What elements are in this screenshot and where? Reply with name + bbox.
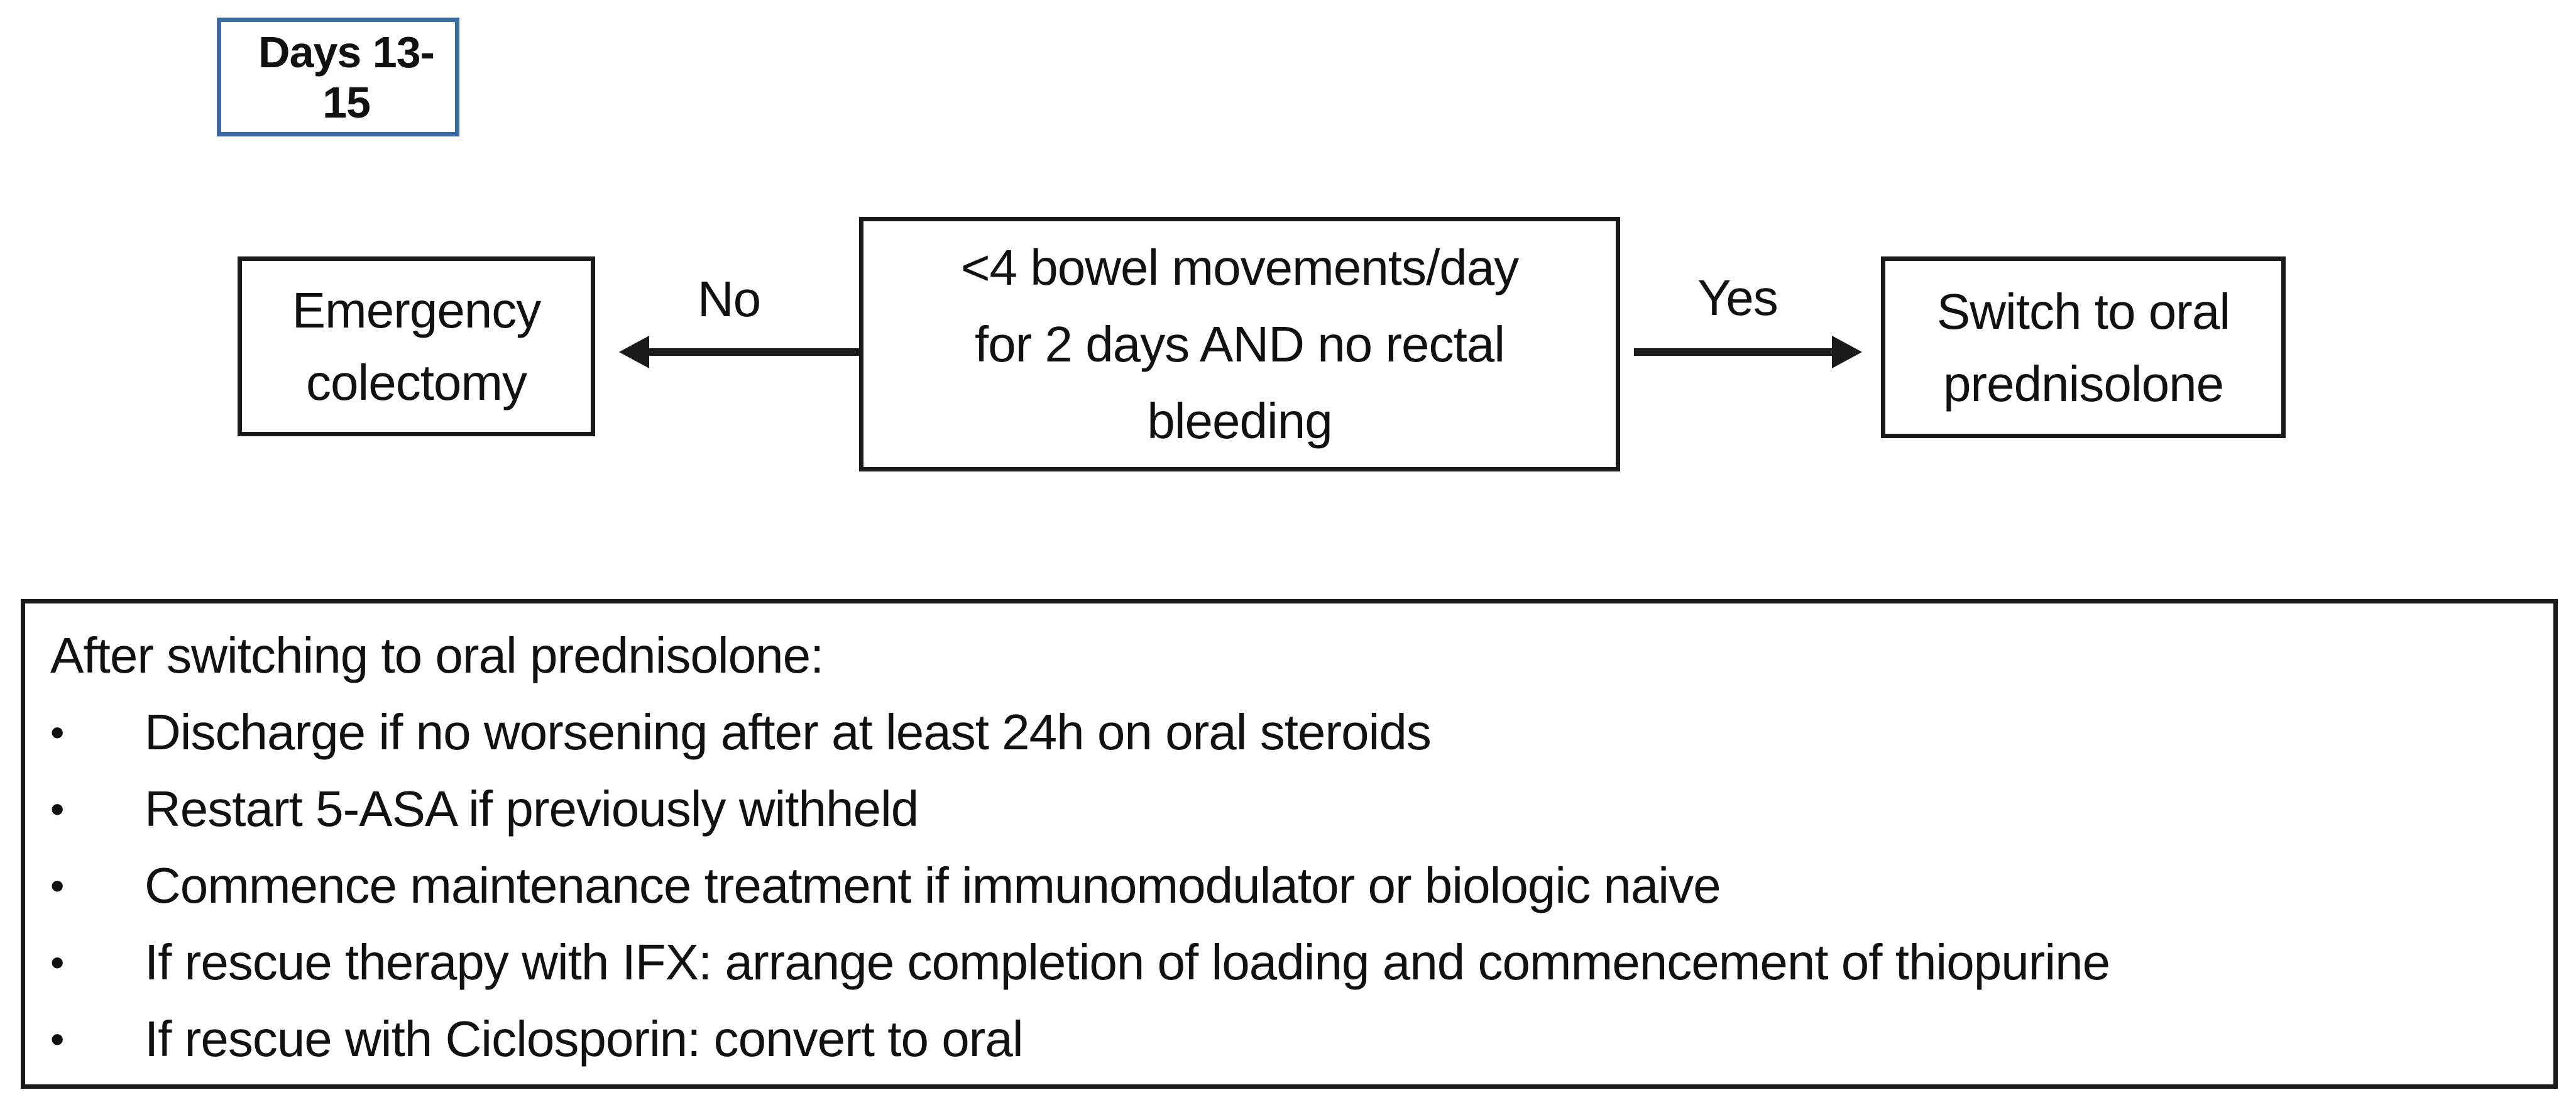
list-item: • Discharge if no worsening after at lea… <box>50 694 2535 771</box>
list-item: • Restart 5-ASA if previously withheld <box>50 771 2535 847</box>
bullet-icon: • <box>50 1016 64 1062</box>
node-line: <4 bowel movements/day <box>960 239 1519 295</box>
node-line: Emergency <box>292 282 542 338</box>
bullet-icon: • <box>50 940 64 985</box>
days-range-box: Days 13-15 <box>217 18 459 136</box>
days-range-label: Days 13-15 <box>258 27 435 127</box>
bullet-icon: • <box>50 710 64 755</box>
right-arrowhead-icon <box>1832 336 1862 368</box>
node-line: colectomy <box>305 355 527 410</box>
emergency-colectomy-box: Emergency colectomy <box>238 256 595 436</box>
decision-box: <4 bowel movements/day for 2 days AND no… <box>859 217 1620 471</box>
node-line: prednisolone <box>1943 355 2224 412</box>
list-item-text: If rescue therapy with IFX: arrange comp… <box>145 934 2110 990</box>
no-branch-label: No <box>697 271 761 327</box>
notes-list: • Discharge if no worsening after at lea… <box>50 694 2535 1077</box>
list-item-text: Restart 5-ASA if previously withheld <box>145 781 919 837</box>
bullet-icon: • <box>50 786 64 832</box>
bullet-icon: • <box>50 863 64 908</box>
list-item-text: Discharge if no worsening after at least… <box>145 704 1432 760</box>
notes-heading: After switching to oral prednisolone: <box>50 627 824 683</box>
yes-arrow-line <box>1634 348 1834 356</box>
list-item: • Commence maintenance treatment if immu… <box>50 847 2535 924</box>
list-item: • If rescue with Ciclosporin: convert to… <box>50 1001 2535 1077</box>
switch-to-oral-prednisolone-box: Switch to oral prednisolone <box>1881 256 2286 438</box>
notes-panel: After switching to oral prednisolone: • … <box>21 599 2558 1089</box>
list-item-text: Commence maintenance treatment if immuno… <box>145 857 1721 913</box>
left-arrowhead-icon <box>619 336 649 368</box>
list-item-text: If rescue with Ciclosporin: convert to o… <box>145 1011 1024 1067</box>
no-arrow-line <box>644 348 859 356</box>
node-line: bleeding <box>1147 392 1332 449</box>
yes-branch-label: Yes <box>1697 270 1779 326</box>
node-line: for 2 days AND no rectal <box>974 316 1505 372</box>
node-line: Switch to oral <box>1936 283 2230 339</box>
list-item: • If rescue therapy with IFX: arrange co… <box>50 924 2535 1001</box>
